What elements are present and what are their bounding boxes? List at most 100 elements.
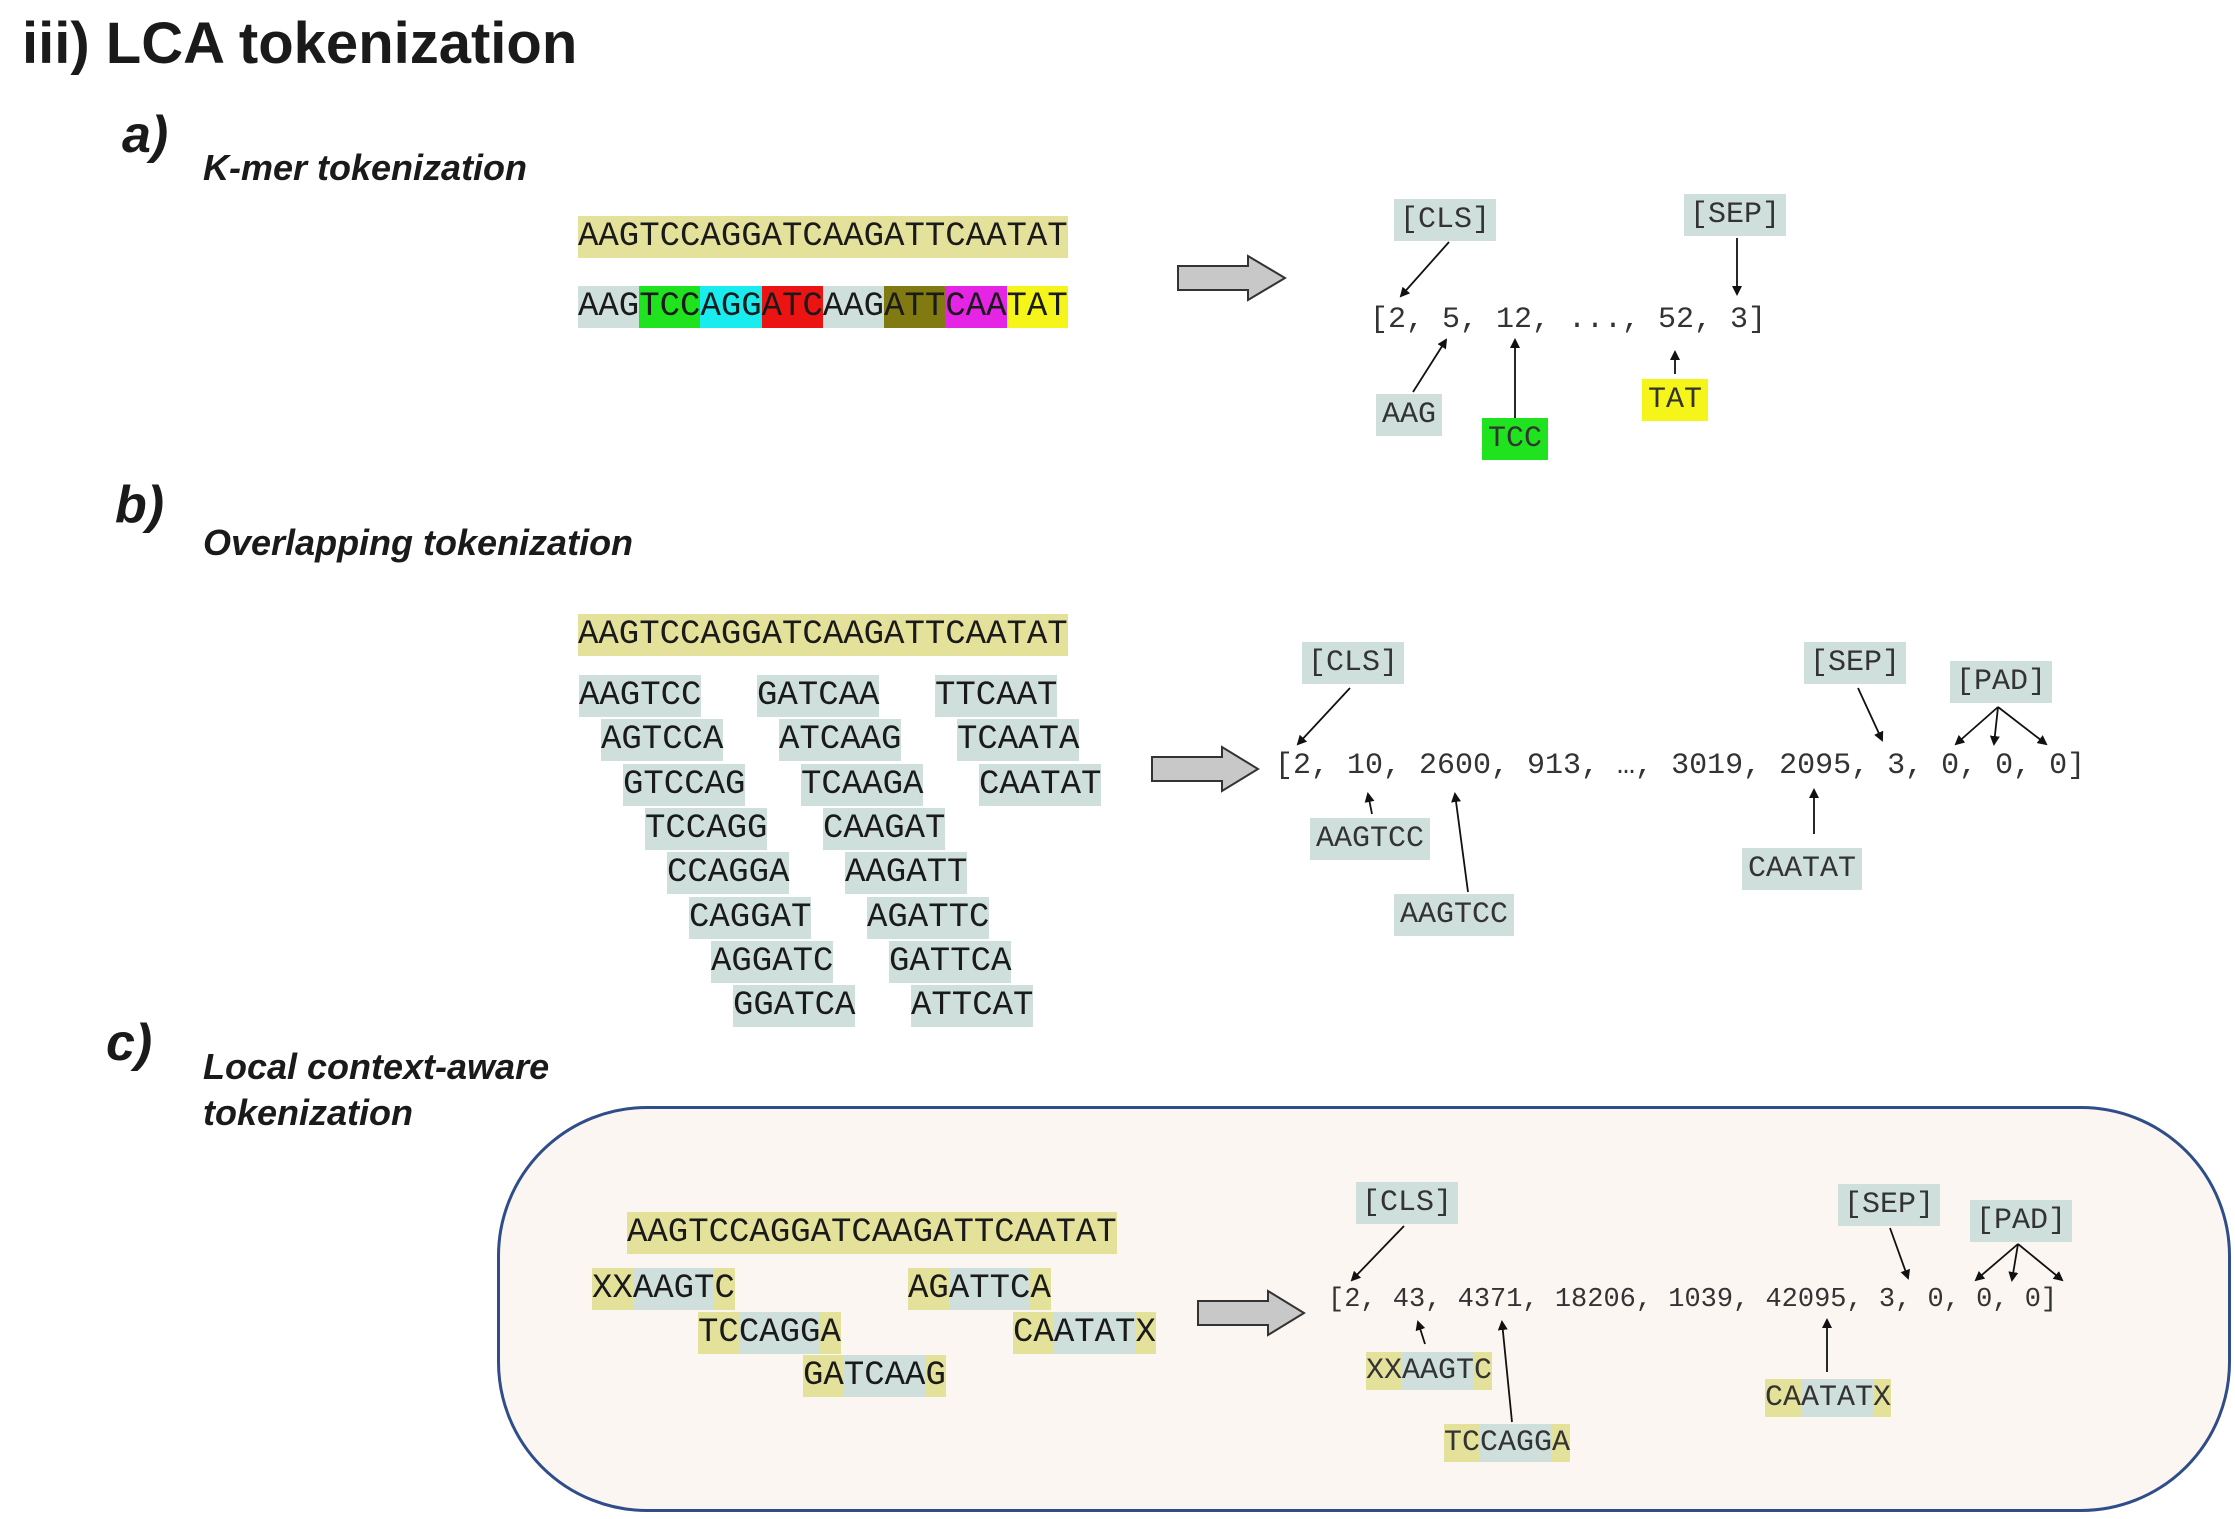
arrow-b-pad-1 [1954, 706, 1999, 746]
section-c-block-arrow [1197, 1289, 1306, 1337]
arrow-c-cls [1350, 1225, 1405, 1282]
arrow-c-tok2 [1497, 1320, 1513, 1423]
arrow-b-tok1 [1364, 792, 1375, 815]
section-c-token: CAATATX [1013, 1312, 1156, 1354]
section-a-kmer-2: TCC [639, 286, 701, 328]
section-c-pad-token: [PAD] [1970, 1200, 2073, 1242]
section-a-token-ids: [2, 5, 12, ..., 52, 3] [1370, 303, 1767, 337]
figure-title: iii) LCA tokenization [22, 11, 578, 76]
section-b-kmer: ATCAAG [779, 719, 902, 762]
section-b-kmer: AGGATC [711, 940, 834, 983]
section-b-sep-token: [SEP] [1804, 642, 1907, 684]
section-b-kmer: GATTCA [889, 940, 1012, 983]
section-c-token-part-1: CA [1013, 1312, 1054, 1354]
section-c-output-tok3: CAATATX [1765, 1377, 1892, 1419]
section-b-kmer: AAGATT [845, 852, 968, 895]
section-c-token-part-2: AAGT [632, 1268, 715, 1310]
arrow-a-aag [1412, 338, 1448, 393]
section-a-kmer-1: AAG [578, 286, 640, 328]
section-b-token-2: AAGTCC [1394, 894, 1515, 936]
section-b-letter: b) [115, 476, 165, 534]
arrow-c-sep [1889, 1227, 1910, 1280]
section-a-token-tcc: TCC [1482, 418, 1549, 460]
arrow-b-pad-3 [1997, 706, 2048, 746]
section-c-token-part-3: C [714, 1268, 735, 1310]
section-b-kmer: CAAGAT [823, 807, 946, 850]
arrow-c-pad-2 [2008, 1243, 2019, 1282]
section-b-kmer: TCCAGG [645, 807, 768, 850]
arrow-a-cls [1399, 241, 1450, 298]
section-c-output-tok1: XXAAGTC [1366, 1350, 1493, 1392]
section-c-output-part-2: AAGT [1402, 1352, 1475, 1390]
section-c-letter: c) [106, 1014, 153, 1072]
section-c-token: AGATTCA [908, 1268, 1051, 1310]
section-c-token-part-2: ATAT [1053, 1312, 1136, 1354]
section-b-token-ids: [2, 10, 2600, 913, …, 3019, 2095, 3, 0, … [1275, 749, 2086, 783]
section-c-token-part-1: AG [908, 1268, 949, 1310]
section-b-pad-token: [PAD] [1950, 661, 2053, 703]
arrow-c-pad-1 [1974, 1243, 2019, 1282]
section-a-kmer-row: AAGTCCAGGATCAAGATTCAATAT [578, 286, 1068, 328]
arrow-c-pad-3 [2017, 1243, 2064, 1282]
section-a-letter: a) [122, 106, 169, 164]
section-a-token-aag: AAG [1376, 394, 1443, 436]
section-a-kmer-8: TAT [1006, 286, 1068, 328]
section-c-token-part-3: A [1030, 1268, 1051, 1310]
section-c-token: XXAAGTC [592, 1268, 735, 1310]
section-b-kmer: GTCCAG [623, 763, 746, 806]
section-b-kmer: TCAAGA [801, 763, 924, 806]
section-b-token-1: AAGTCC [1310, 818, 1431, 860]
section-b-cls-token: [CLS] [1302, 642, 1405, 684]
section-c-output-part-2: ATAT [1801, 1379, 1874, 1417]
section-c-sequence: AAGTCCAGGATCAAGATTCAATAT [627, 1212, 1117, 1254]
section-c-output-part-3: C [1474, 1352, 1493, 1390]
section-a-title: K-mer tokenization [203, 147, 528, 188]
section-c-output-tok2: TCCAGGA [1444, 1422, 1571, 1464]
section-b-token-3: CAATAT [1742, 848, 1863, 890]
section-c-token-part-1: GA [803, 1355, 844, 1397]
section-b-block-arrow [1151, 745, 1260, 793]
arrow-b-pad-2 [1989, 706, 2000, 746]
arrow-c-tok1 [1415, 1320, 1426, 1345]
section-c-token-ids: [2, 43, 4371, 18206, 1039, 42095, 3, 0, … [1328, 1285, 2058, 1315]
section-a-kmer-4: ATC [761, 286, 823, 328]
section-b-kmer: TTCAAT [935, 675, 1058, 717]
arrow-b-cls [1296, 687, 1351, 746]
section-a-block-arrow [1177, 254, 1287, 302]
section-c-output-part-1: TC [1444, 1424, 1481, 1462]
section-c-token-part-2: TCAA [843, 1355, 926, 1397]
section-a-sep-token: [SEP] [1684, 194, 1787, 236]
section-c-output-part-3: X [1873, 1379, 1892, 1417]
section-c-cls-token: [CLS] [1356, 1182, 1459, 1224]
section-b-kmer: ATTCAT [911, 985, 1034, 1028]
section-a-kmer-3: AGG [700, 286, 762, 328]
section-c-output-part-1: CA [1765, 1379, 1802, 1417]
section-b-kmer: TCAATA [957, 719, 1080, 762]
section-b-title: Overlapping tokenization [203, 522, 634, 563]
section-c-output-part-3: A [1552, 1424, 1571, 1462]
section-a-cls-token: [CLS] [1394, 199, 1497, 241]
section-c-panel [497, 1106, 2231, 1512]
section-b-kmer: GATCAA [757, 675, 880, 717]
arrow-b-tok2 [1451, 792, 1469, 893]
section-b-kmer: AGATTC [867, 896, 990, 939]
section-a-kmer-5: AAG [822, 286, 885, 328]
section-b-kmer: CAATAT [979, 763, 1102, 806]
section-c-token-part-2: CAGG [738, 1312, 821, 1354]
section-b-kmer: AGTCCA [601, 719, 724, 762]
section-c-token-part-1: TC [698, 1312, 739, 1354]
section-c-token: GATCAAG [803, 1355, 946, 1397]
section-b-kmer: AAGTCC [579, 675, 702, 717]
section-a-kmer-6: ATT [884, 286, 946, 328]
section-c-output-part-1: XX [1366, 1352, 1403, 1390]
section-c-title-line1: Local context-aware [203, 1046, 550, 1087]
section-b-kmer: CCAGGA [667, 852, 790, 895]
section-a-sequence: AAGTCCAGGATCAAGATTCAATAT [578, 216, 1068, 258]
section-c-token-part-3: G [925, 1355, 946, 1397]
section-a-token-tat: TAT [1642, 379, 1709, 421]
section-c-token: TCCAGGA [698, 1312, 841, 1354]
section-c-title-line2: tokenization [203, 1092, 414, 1133]
section-c-token-part-2: ATTC [948, 1268, 1031, 1310]
